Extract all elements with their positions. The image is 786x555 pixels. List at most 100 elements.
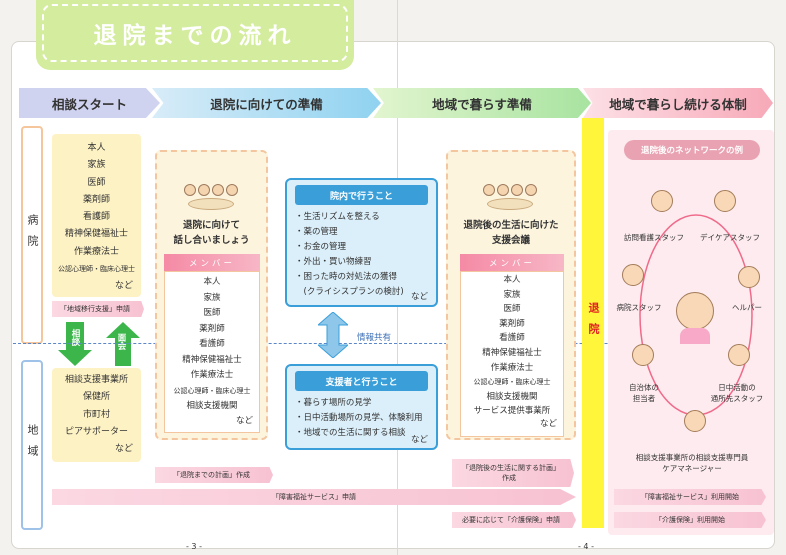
plan2-bar: 「退院後の生活に関する計画」 作成	[452, 459, 574, 487]
welfare-request-bar: 「障害福祉サービス」申請	[52, 489, 576, 505]
member-item: 公認心理師・臨床心理士	[58, 265, 135, 274]
bar-label: 作成	[502, 474, 516, 482]
plan-bar: 「退院までの計画」作成	[155, 467, 273, 483]
municipal-staff-icon	[632, 344, 654, 366]
consult-arrow-label: 相談	[70, 329, 80, 346]
with-supporters-box: 支援者と行うこと ・暮らす場所の見学 ・日中活動場所の見学、体験利用 ・地域での…	[285, 364, 438, 450]
up-arrow-icon	[106, 322, 140, 366]
page-number-right: - 4 -	[578, 542, 594, 551]
hospital-staff-icon	[622, 264, 644, 286]
member-item: 公認心理師・臨床心理士	[173, 386, 251, 395]
task-item: ・困った時の対処法の獲得	[295, 272, 398, 282]
meeting1-member-list: 本人 家族 医師 薬剤師 看護師 精神保健福祉士 作業療法士 公認心理師・臨床心…	[164, 271, 260, 433]
visit-arrow-label: 面会	[116, 333, 126, 350]
bar-label: 「地域移行支援」申請	[60, 305, 130, 313]
member-item-etc: など	[114, 444, 133, 455]
phase-prepare-community: 地域で暮らす準備	[373, 88, 591, 118]
member-item: 相談支援機関	[186, 401, 238, 411]
phase-consult-start: 相談スタート	[19, 88, 160, 118]
consult-visit-arrows	[58, 322, 140, 366]
member-item: サービス提供事業所	[473, 406, 551, 417]
task-item: ・暮らす場所の見学	[295, 398, 372, 408]
title-frame: 退院までの流れ	[42, 4, 348, 62]
member-item: 作業療法士	[490, 362, 534, 373]
discharge-label: 退院	[587, 302, 600, 344]
bar-label: 必要に応じて「介護保険」申請	[462, 516, 560, 524]
node-municipal: 自治体の 担当者	[616, 382, 672, 404]
day-activity-staff-icon	[728, 344, 750, 366]
task-item: ・地域での生活に関する相談	[295, 428, 406, 438]
meeting-title-line: 話し合いましょう	[173, 235, 250, 246]
task-item: ・外出・買い物練習	[295, 257, 372, 267]
bar-label: 「介護保険」利用開始	[655, 516, 725, 524]
community-members-box: 相談支援事業所 保健所 市町村 ピアサポーター など	[52, 368, 141, 462]
meeting1-title: 退院に向けて 話し合いましょう	[160, 218, 263, 248]
task-item: ・お金の管理	[295, 242, 347, 252]
member-item: 本人	[87, 143, 106, 153]
care-start-bar: 「介護保険」利用開始	[614, 512, 766, 528]
node-line: 自治体の	[629, 383, 659, 392]
meeting-title-line: 支援会議	[491, 235, 530, 246]
member-item-etc: など	[114, 281, 133, 292]
member-item: 市町村	[82, 409, 110, 420]
member-item: 保健所	[82, 392, 110, 403]
down-arrow-icon	[58, 322, 92, 366]
consultant-icon	[684, 410, 706, 432]
phase-label: 退院に向けての準備	[210, 96, 323, 112]
member-item-etc: など	[539, 418, 557, 429]
member-item: 相談支援事業所	[64, 375, 128, 385]
hospital-members-box: 本人 家族 医師 薬剤師 看護師 精神保健福祉士 作業療法士 公認心理師・臨床心…	[52, 134, 141, 297]
side-label-text: 病院	[26, 214, 39, 256]
etc-label: など	[410, 292, 428, 302]
meeting-title-line: 退院に向けて	[182, 220, 240, 231]
in-hospital-header: 院内で行うこと	[295, 185, 428, 205]
node-hospital-staff: 病院スタッフ	[616, 303, 662, 312]
meeting-illustration	[176, 168, 246, 212]
member-item: 看護師	[499, 333, 525, 344]
transfer-request-bar: 「地域移行支援」申請	[52, 301, 144, 317]
node-helper: ヘルパー	[732, 303, 762, 312]
in-hospital-box: 院内で行うこと ・生活リズムを整える ・薬の管理 ・お金の管理 ・外出・買い物練…	[285, 178, 438, 307]
member-item-etc: など	[235, 415, 253, 426]
phase-label: 相談スタート	[51, 96, 127, 112]
node-line: 担当者	[632, 394, 656, 403]
with-supporters-header: 支援者と行うこと	[295, 371, 428, 391]
network-header: 退院後のネットワークの例	[624, 140, 760, 160]
double-arrow-icon	[318, 312, 348, 358]
center-person-icon	[676, 292, 714, 330]
bar-label: 「障害福祉サービス」申請	[272, 493, 356, 501]
member-header: メンバー	[460, 254, 564, 271]
nurse-icon	[651, 190, 673, 212]
member-header: メンバー	[164, 254, 260, 271]
side-label-community: 地域	[21, 360, 43, 530]
hospital-community-divider	[13, 343, 773, 344]
member-item: 家族	[203, 292, 221, 303]
member-item: 作業療法士	[190, 370, 234, 380]
with-supporters-items: ・暮らす場所の見学 ・日中活動場所の見学、体験利用 ・地域での生活に関する相談	[295, 396, 423, 441]
node-consultant: 相談支援事業所の相談支援専門員 ケアマネージャー	[612, 452, 772, 474]
member-item: 精神保健福祉士	[182, 354, 242, 365]
phase-label: 地域で暮らす準備	[432, 96, 532, 112]
phase-prepare-discharge: 退院に向けての準備	[152, 88, 381, 118]
member-item: 家族	[87, 160, 106, 171]
phase-label: 地域で暮らし続ける体制	[609, 96, 747, 112]
member-item: 医師	[503, 304, 521, 315]
member-item: 精神保健福祉士	[482, 347, 542, 358]
task-item: ・日中活動場所の見学、体験利用	[295, 413, 423, 423]
member-item: 看護師	[82, 212, 110, 223]
member-item: 医師	[203, 308, 221, 318]
page-number-left: - 3 -	[186, 542, 202, 551]
member-item: 薬剤師	[499, 318, 525, 329]
member-item: 相談支援機関	[486, 391, 538, 402]
side-label-hospital: 病院	[21, 126, 43, 344]
bar-label: 「退院までの計画」作成	[173, 471, 250, 479]
member-item: 薬剤師	[82, 194, 110, 205]
node-line: 通所先スタッフ	[710, 394, 764, 403]
bar-label: 「障害福祉サービス」利用開始	[641, 493, 739, 501]
member-item: 作業療法士	[73, 246, 119, 257]
member-item: 家族	[503, 289, 521, 300]
etc-label: など	[410, 435, 428, 445]
task-item: ・生活リズムを整える	[295, 212, 380, 222]
bar-label: 「退院後の生活に関する計画」	[462, 464, 560, 472]
side-label-text: 地域	[26, 424, 39, 466]
